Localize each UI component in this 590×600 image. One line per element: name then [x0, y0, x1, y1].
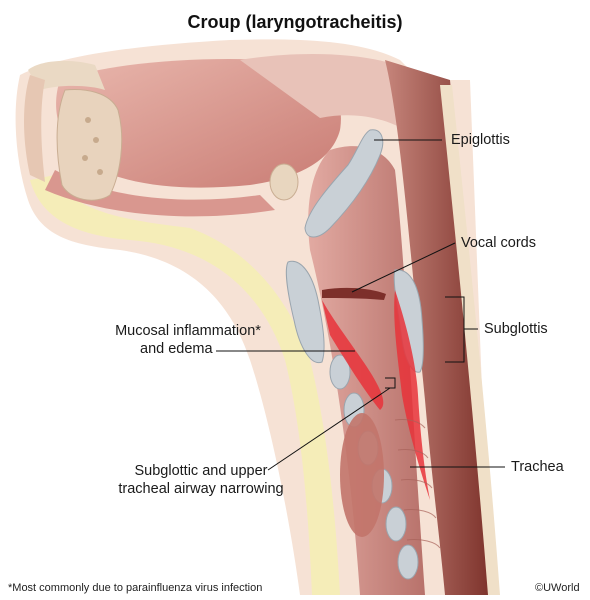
subglottic-inflammation-posterior [394, 290, 430, 500]
epiglottis-label: Epiglottis [451, 132, 510, 148]
mucosal-inflammation-label: Mucosal inflammation* and edema [88, 322, 288, 358]
trachea-folds [394, 419, 441, 549]
airway-narrowing-line2: tracheal airway narrowing [118, 481, 284, 497]
thyroid-cartilage [285, 260, 325, 364]
subglottis-label: Subglottis [484, 321, 548, 337]
diagram-title: Croup (laryngotracheitis) [187, 12, 403, 32]
airway-narrowing-label: Subglottic and upper tracheal airway nar… [96, 462, 306, 498]
vocal-cords-label: Vocal cords [461, 235, 536, 251]
epiglottis [304, 129, 384, 238]
mucosal-inflammation-line1: Mucosal inflammation* [115, 323, 261, 339]
trachea-label: Trachea [511, 459, 564, 475]
vocal-cord-fold [322, 287, 386, 300]
airway-narrowing-line1: Subglottic and upper [134, 463, 268, 479]
tongue [56, 59, 341, 188]
hyoid-bone [269, 163, 299, 201]
submental-fat [30, 175, 340, 595]
leader-lines [216, 139, 505, 471]
thyroid-gland [340, 413, 384, 537]
mandible [24, 60, 123, 201]
mylohyoid-band [45, 170, 275, 217]
copyright: ©UWorld [535, 582, 580, 594]
pharynx-roof [240, 54, 420, 141]
posterior-pharyngeal-wall [385, 60, 495, 595]
subglottic-inflammation-anterior [322, 300, 384, 410]
mucosal-inflammation-line2: and edema [140, 341, 213, 357]
footnote: *Most commonly due to parainfluenza viru… [8, 582, 263, 594]
